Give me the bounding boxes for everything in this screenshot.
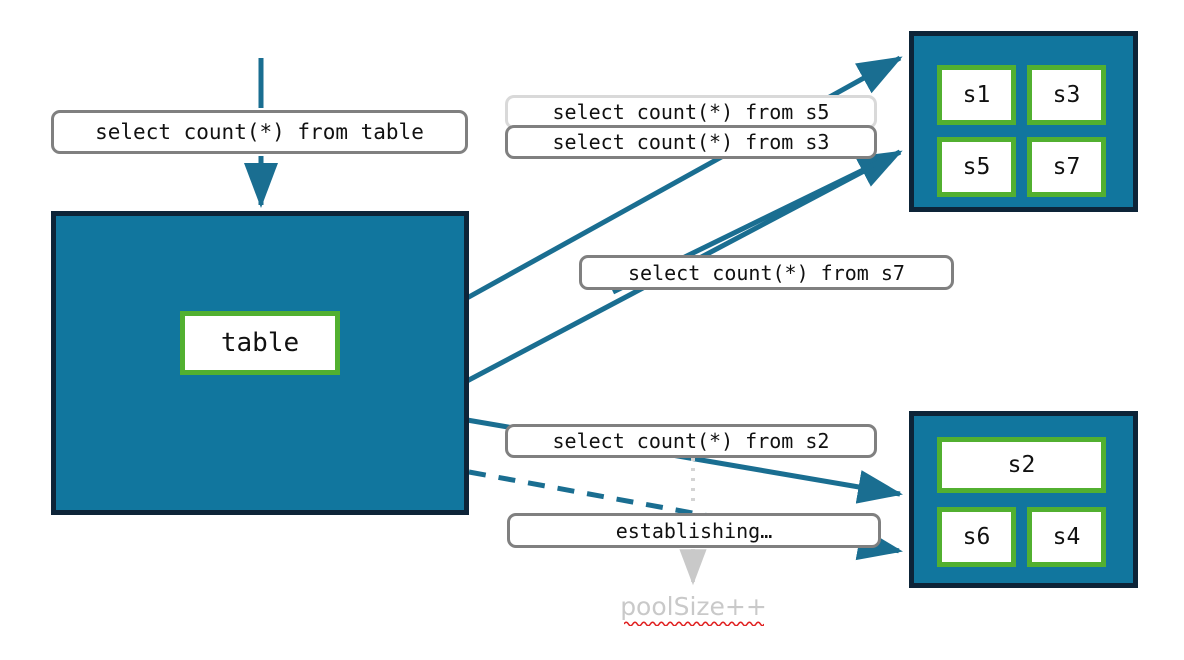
query-label-s2-text: select count(*) from s2 — [552, 429, 830, 453]
chip-table-label: table — [220, 328, 300, 358]
query-label-s5[interactable]: select count(*) from s5 — [505, 95, 877, 129]
session-chip-s1-label: s1 — [962, 82, 991, 108]
session-chip-s4-label: s4 — [1052, 524, 1081, 550]
query-label-table-text: select count(*) from table — [95, 120, 424, 144]
session-chip-s5-label: s5 — [962, 154, 991, 180]
session-chip-s3[interactable]: s3 — [1027, 65, 1106, 125]
query-label-s5-text: select count(*) from s5 — [552, 100, 830, 124]
session-chip-s1[interactable]: s1 — [937, 65, 1016, 125]
query-label-table[interactable]: select count(*) from table — [51, 110, 468, 154]
session-chip-s3-label: s3 — [1052, 82, 1081, 108]
query-label-s7-text: select count(*) from s7 — [628, 260, 905, 285]
session-chip-s5[interactable]: s5 — [937, 137, 1016, 197]
spellcheck-squiggle-icon — [623, 621, 764, 626]
poolsize-annotation-text: poolSize++ — [620, 592, 767, 621]
session-chip-s6-label: s6 — [962, 524, 991, 550]
chip-table[interactable]: table — [180, 311, 340, 375]
session-chip-s2[interactable]: s2 — [937, 437, 1106, 493]
query-label-s3-text: select count(*) from s3 — [552, 130, 830, 154]
session-chip-s6[interactable]: s6 — [937, 507, 1016, 567]
status-label-establishing-text: establishing… — [615, 518, 773, 543]
query-label-s2[interactable]: select count(*) from s2 — [505, 424, 877, 458]
edge-table-to-s7-tail — [467, 316, 600, 381]
poolsize-annotation: poolSize++ — [596, 592, 791, 626]
query-label-s7[interactable]: select count(*) from s7 — [579, 255, 954, 290]
query-label-s3[interactable]: select count(*) from s3 — [505, 125, 877, 159]
session-chip-s7[interactable]: s7 — [1027, 137, 1106, 197]
session-chip-s7-label: s7 — [1052, 154, 1081, 180]
session-chip-s2-label: s2 — [1007, 452, 1036, 478]
status-label-establishing[interactable]: establishing… — [507, 513, 881, 548]
session-chip-s4[interactable]: s4 — [1027, 507, 1106, 567]
